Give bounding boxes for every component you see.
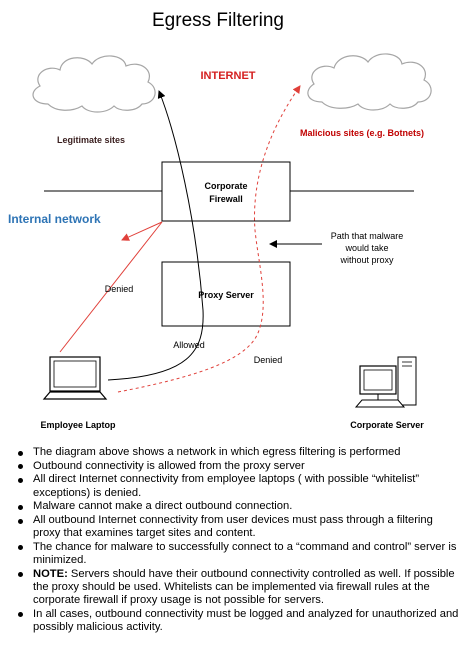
denied-laptop-arrow: [121, 221, 163, 241]
bullet-item: In all cases, outbound connectivity must…: [14, 608, 460, 634]
proxy-server-label: Proxy Server: [198, 290, 254, 300]
corporate-firewall-box: [161, 161, 291, 222]
egress-filtering-diagram: Egress Filtering INTERNET Legitimate sit…: [8, 10, 432, 430]
notes-bullet-list: The diagram above shows a network in whi…: [14, 446, 460, 635]
note-label: NOTE:: [33, 567, 68, 580]
firewall-label-line1: Corporate: [204, 181, 247, 191]
denied-laptop-direct-line: [59, 221, 163, 353]
corporate-server-label: Corporate Server: [350, 420, 424, 430]
bullet-item: All outbound Internet connectivity from …: [14, 514, 460, 540]
malware-path-dashed-line: [117, 85, 301, 393]
proxy-server-box: [161, 261, 291, 327]
internet-label: INTERNET: [201, 70, 256, 82]
denied-left-label: Denied: [105, 284, 134, 294]
denied-right-label: Denied: [254, 355, 283, 365]
malicious-sites-cloud: [307, 53, 432, 111]
internal-network-label: Internal network: [8, 212, 101, 226]
bullet-item: Outbound connectivity is allowed from th…: [14, 460, 460, 473]
bullet-item: All direct Internet connectivity from em…: [14, 473, 460, 499]
malware-path-label-line2: would take: [344, 243, 388, 253]
malware-path-label-line1: Path that malware: [331, 231, 404, 241]
legitimate-sites-cloud: [32, 55, 156, 113]
allowed-label: Allowed: [173, 340, 205, 350]
allowed-path-arrow: [107, 90, 204, 381]
employee-laptop-label: Employee Laptop: [40, 420, 116, 430]
bullet-item-note: NOTE: Servers should have their outbound…: [14, 568, 460, 608]
note-text: Servers should have their outbound conne…: [33, 567, 455, 607]
legitimate-sites-label: Legitimate sites: [57, 135, 125, 145]
bullet-item: The chance for malware to successfully c…: [14, 541, 460, 567]
bullet-item: Malware cannot make a direct outbound co…: [14, 500, 460, 513]
malicious-sites-label: Malicious sites (e.g. Botnets): [300, 128, 424, 138]
firewall-label-line2: Firewall: [209, 194, 243, 204]
laptop-icon: [42, 356, 108, 400]
diagram-title: Egress Filtering: [152, 10, 284, 31]
malware-path-label-line3: without proxy: [339, 255, 394, 265]
bullet-item: The diagram above shows a network in whi…: [14, 446, 460, 459]
corporate-server-icon: [354, 356, 417, 408]
